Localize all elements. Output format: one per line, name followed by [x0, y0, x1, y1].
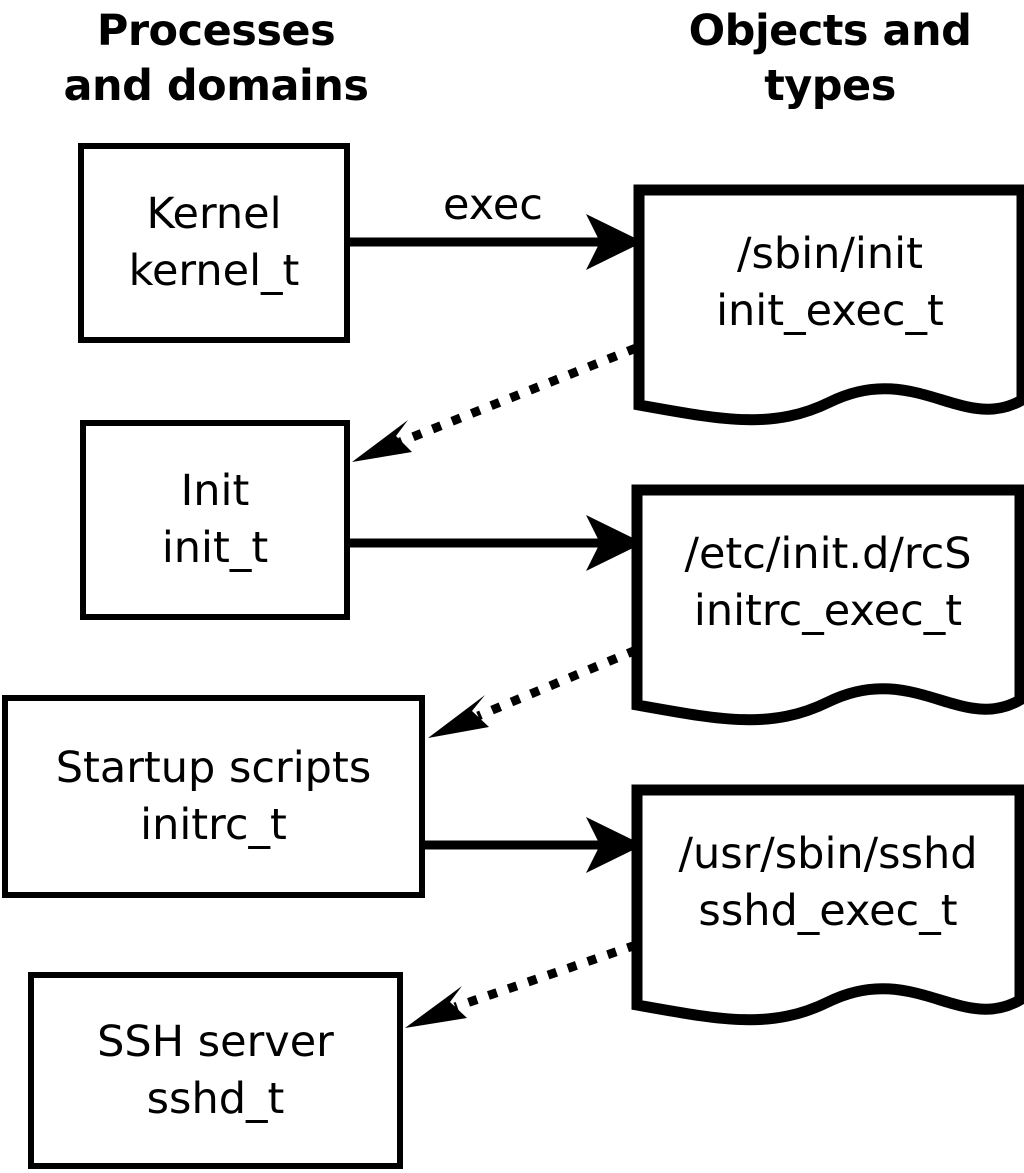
column-header-objects: Objects and types	[688, 6, 972, 111]
process-name-initrc: Startup scripts	[55, 742, 372, 793]
edge-initrc_exec-to-initrc	[428, 645, 638, 738]
object-doc-init_exec[interactable]: /sbin/init init_exec_t	[633, 184, 1024, 440]
column-header-processes: Processes and domains	[63, 6, 369, 111]
process-type-init: init_t	[161, 523, 269, 573]
edge-initrc-exec-sshd_exec	[423, 817, 643, 873]
process-type-sshd: sshd_t	[146, 1073, 285, 1124]
edge-sshd_exec-to-sshd	[405, 940, 638, 1028]
object-doc-initrc_exec[interactable]: /etc/init.d/rcS initrc_exec_t	[631, 484, 1024, 740]
process-name-sshd: SSH server	[97, 1016, 334, 1067]
process-name-kernel: Kernel	[146, 189, 282, 239]
edge-init-exec-initrc_exec	[348, 515, 643, 571]
process-box-kernel[interactable]: Kernel kernel_t	[78, 143, 350, 343]
process-type-initrc: initrc_t	[140, 799, 287, 850]
edge-label-exec: exec	[443, 180, 543, 230]
process-type-kernel: kernel_t	[128, 246, 300, 296]
object-doc-sshd_exec[interactable]: /usr/sbin/sshd sshd_exec_t	[631, 784, 1024, 1040]
process-name-init: Init	[180, 466, 250, 516]
process-box-init[interactable]: Init init_t	[80, 420, 350, 620]
process-box-initrc[interactable]: Startup scripts initrc_t	[2, 695, 425, 898]
edge-init_exec-to-init	[352, 343, 638, 462]
process-box-sshd[interactable]: SSH server sshd_t	[28, 972, 403, 1169]
